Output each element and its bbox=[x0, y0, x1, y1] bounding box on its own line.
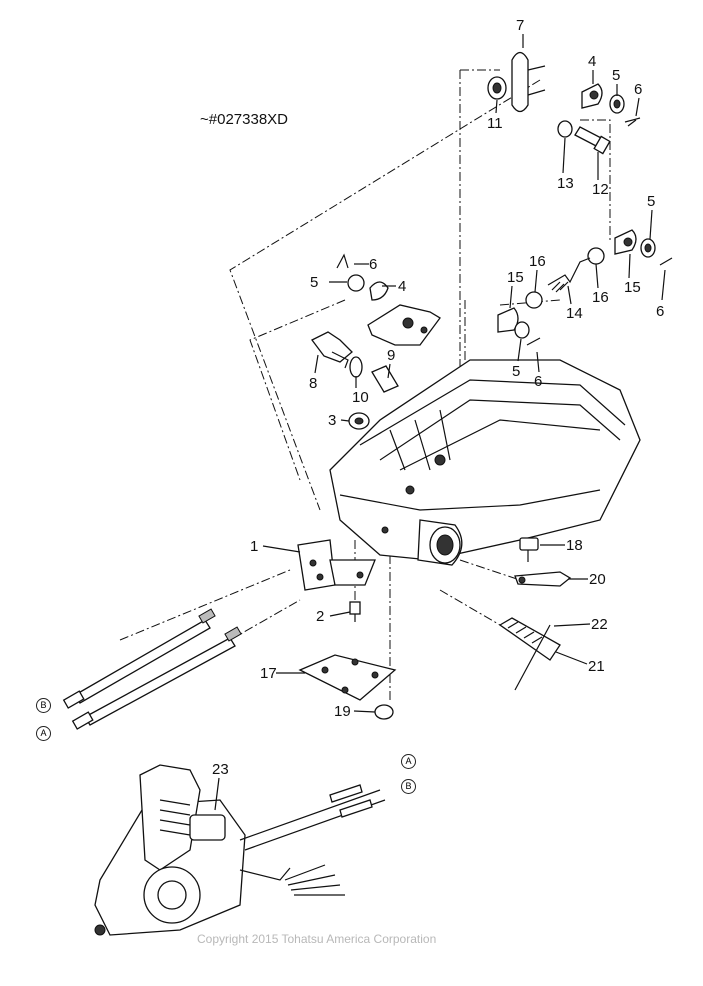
link-plate bbox=[511, 51, 529, 113]
assembly-line bbox=[580, 119, 611, 240]
callout-label: 18 bbox=[566, 537, 583, 554]
callout-label: 23 bbox=[212, 761, 229, 778]
cable-marker-b: B bbox=[401, 779, 416, 794]
clip bbox=[336, 253, 349, 269]
callout-label: 6 bbox=[634, 81, 643, 98]
swivel-bracket bbox=[329, 359, 641, 561]
callout-label: 15 bbox=[624, 279, 641, 296]
callout-label: 7 bbox=[516, 17, 525, 34]
callout-label: 16 bbox=[529, 253, 546, 270]
callout-label: 9 bbox=[387, 347, 396, 364]
clip bbox=[624, 117, 641, 127]
washer bbox=[349, 356, 363, 378]
callout-label: 5 bbox=[647, 193, 656, 210]
washer bbox=[557, 120, 573, 138]
cable-marker-a: A bbox=[401, 754, 416, 769]
callout-label: 13 bbox=[557, 175, 574, 192]
collar-bolt bbox=[311, 331, 353, 363]
callout-label: 6 bbox=[534, 373, 543, 390]
callout-label: 8 bbox=[309, 375, 318, 392]
assembly-line bbox=[459, 559, 521, 581]
callout-label: 5 bbox=[310, 274, 319, 291]
cable-marker-a: A bbox=[36, 726, 51, 741]
washer bbox=[514, 321, 530, 339]
callout-label: 5 bbox=[612, 67, 621, 84]
copyright-notice: Copyright 2015 Tohatsu America Corporati… bbox=[197, 932, 437, 946]
clip bbox=[659, 257, 673, 266]
callout-label: 10 bbox=[352, 389, 369, 406]
callout-label: 17 bbox=[260, 665, 277, 682]
callout-label: 22 bbox=[591, 616, 608, 633]
nut bbox=[374, 704, 394, 720]
callout-label: 12 bbox=[592, 181, 609, 198]
callout-label: 1 bbox=[250, 538, 259, 555]
assembly-line bbox=[119, 569, 291, 641]
cable-bracket bbox=[297, 539, 336, 591]
grip bbox=[498, 617, 561, 661]
callout-label: 6 bbox=[369, 256, 378, 273]
bolt bbox=[519, 537, 539, 551]
ball-joint bbox=[369, 281, 389, 301]
clip bbox=[526, 337, 541, 346]
nut bbox=[587, 247, 605, 265]
backing-plate bbox=[298, 654, 397, 701]
bolt bbox=[349, 601, 361, 615]
callout-label: 21 bbox=[588, 658, 605, 675]
callout-label: 15 bbox=[507, 269, 524, 286]
washer bbox=[347, 274, 365, 292]
callout-label: 20 bbox=[589, 571, 606, 588]
callout-label: 2 bbox=[316, 608, 325, 625]
callout-label: 4 bbox=[398, 278, 407, 295]
callout-label: 11 bbox=[487, 115, 503, 132]
callout-label: 5 bbox=[512, 363, 521, 380]
callout-label: 4 bbox=[588, 53, 597, 70]
assembly-line bbox=[439, 589, 501, 626]
assembly-line bbox=[229, 79, 541, 511]
callout-label: 3 bbox=[328, 412, 337, 429]
lever bbox=[514, 571, 572, 587]
nut bbox=[525, 291, 543, 309]
assembly-line bbox=[229, 599, 301, 641]
assembly-line bbox=[249, 299, 346, 481]
callout-label: 14 bbox=[566, 305, 583, 322]
collar bbox=[371, 365, 399, 393]
callout-label: 6 bbox=[656, 303, 665, 320]
cable-marker-b: B bbox=[36, 698, 51, 713]
pin bbox=[514, 624, 551, 691]
callout-label: 16 bbox=[592, 289, 609, 306]
wire-harness bbox=[284, 864, 345, 896]
ball-joint bbox=[497, 307, 519, 333]
serial-note: ~#027338XD bbox=[200, 111, 288, 128]
callout-label: 19 bbox=[334, 703, 351, 720]
adjust-rod bbox=[547, 257, 591, 286]
